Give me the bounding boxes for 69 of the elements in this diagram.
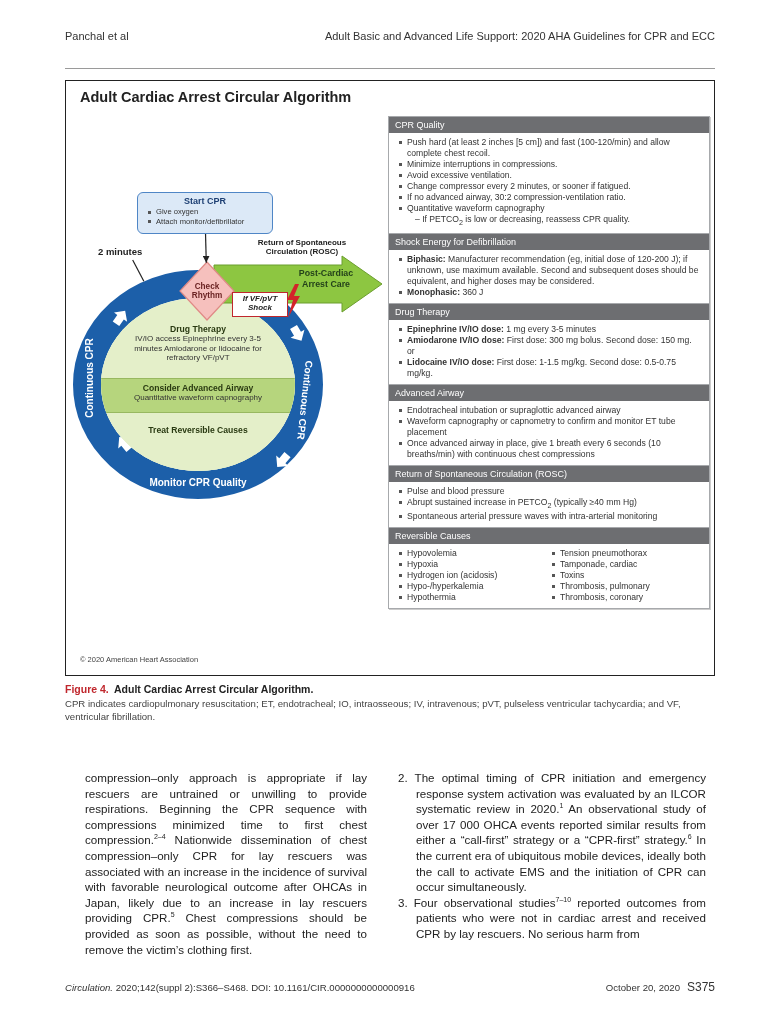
bullet-item: Hydrogen ion (acidosis) [397, 569, 550, 581]
bullet-item: Minimize interruptions in compressions. [397, 159, 703, 170]
section-header: Drug Therapy [389, 303, 709, 320]
arrow [202, 233, 210, 264]
ring-label: Continuous CPR [83, 338, 95, 418]
bullet-item: Lidocaine IV/IO dose: First dose: 1-1.5 mg/kg. Second dose: 0.5-0.75 mg/kg. [397, 356, 703, 379]
bullet-item: Avoid excessive ventilation. [397, 170, 703, 181]
bullet-item: Thrombosis, pulmonary [550, 580, 703, 592]
section-header: Shock Energy for Defibrillation [389, 233, 709, 250]
page-number: S375 [686, 980, 715, 994]
box-title: Start CPR [183, 196, 227, 207]
bullet-item: Epinephrine IV/IO dose: 1 mg every 3-5 minutes [397, 323, 703, 335]
bullet-item: Monophasic: 360 J [397, 286, 703, 298]
info-section [388, 526, 710, 609]
time-label: 2 minutes [98, 246, 160, 260]
bullet-item: Once advanced airway in place, give 1 breath every 6 seconds (10 breaths/min) with continuous chest compressions [397, 437, 703, 460]
bullet-item: Push hard (at least 2 inches [5 cm]) and fast (100-120/min) and allow complete chest recoil. [397, 137, 703, 159]
bullet-item: Spontaneous arterial pressure waves with intra-arterial monitoring [397, 510, 703, 522]
bullet-item: Waveform capnography or capnometry to confirm and monitor ET tube placement [397, 415, 703, 438]
date-footer: October 20, 2020 [605, 982, 680, 993]
abbreviation-note: CPR indicates cardiopulmonary resuscitation; ET, endotracheal; IO, intraosseous; IV, intravenous; pVT, pulseless ventricular tachycardia; and VF, ventricular fibrillation. [65, 698, 682, 724]
bullet-item: Endotracheal intubation or supraglottic advanced airway [397, 404, 703, 416]
section-header: Reversible Causes [389, 527, 709, 544]
figure-title: Adult Cardiac Arrest Circular Algorithm [80, 89, 352, 105]
citation-footer: Circulation. 2020;142(suppl 2):S366–S468. DOI: 10.1161/CIR.0000000000000916 [65, 982, 415, 993]
section-header: Return of Spontaneous Circulation (ROSC) [389, 465, 709, 482]
bullet-item: Hypovolemia [397, 547, 550, 559]
info-section [388, 383, 710, 466]
band-text: Quantitative waveform capnography [132, 393, 264, 403]
bullet-item: Abrupt sustained increase in PETCO$_{2}$ (typically ≥40 mm Hg) [397, 496, 703, 511]
bullet-item: Quantitative waveform capnography [397, 203, 703, 214]
section-header: Advanced Airway [389, 384, 709, 401]
bullet-item: Change compressor every 2 minutes, or sooner if fatigued. [397, 181, 703, 192]
figure-caption: Adult Cardiac Arrest Circular Algorithm. [114, 683, 314, 695]
body-paragraph: compression–only approach is appropriate if lay rescuers are untrained or unwilling to provide respirations. Beginning the CPR sequence with compressions minimized time to first chest compression.$^{2–4}$ Nationwide dissemination of chest compression–only CPR for lay rescuers was associated with an increase in the incidence of survival with favorable neurological outcome after OHCAs in Japan, likely due to an increase in lay rescuers providing CPR.$^{5}$ Chest compressions should be provided as soon as possible, without the need to remove the victim’s clothing first. [85, 770, 367, 958]
bullet-item: Thrombosis, coronary [550, 591, 703, 603]
start-box [137, 192, 273, 234]
bullet-item: If no advanced airway, 30:2 compression-ventilation ratio. [397, 192, 703, 203]
bullet-item: Tamponade, cardiac [550, 558, 703, 570]
info-section [388, 302, 710, 385]
therapy-band [101, 378, 295, 413]
bullet-item: Toxins [550, 569, 703, 581]
list-paragraph: 2. The optimal timing of CPR initiation and emergency response system activation was evaluated by an ILCOR systematic review in 2020.$^{1}$ An observational study of over 17 000 OHCA events reported similar results from either a “call-first” strategy or a “CPR-first” strategy.$^{6}$ In the current era of ubiquitous mobile devices, ideally both the call to activate EMS and the initiation of CPR can occur simultaneously. [398, 770, 706, 895]
info-section [388, 464, 710, 528]
bullet-item: Hypoxia [397, 558, 550, 570]
leader-line [132, 259, 145, 282]
bullet-item: Biphasic: Manufacturer recommendation (eg, initial dose of 120-200 J); if unknown, use maximum available. Second and subsequent doses should be equivalent, and higher doses may be considered. [397, 253, 703, 287]
info-section [388, 116, 710, 234]
list-paragraph: 3. Four observational studies$^{7–10}$ reported outcomes from patients who were not in cardiac arrest and received CPR by lay rescuers. No serious harm from [398, 894, 706, 942]
bullet-item: Hypothermia [397, 591, 550, 603]
arrow-label: Post-Cardiac Arrest Care [297, 268, 355, 290]
section-header: CPR Quality [389, 117, 709, 133]
diamond-label: Check Rhythm [190, 281, 224, 301]
shock-callout [232, 284, 302, 318]
bullet-item: Amiodarone IV/IO dose: First dose: 300 mg bolus. Second dose: 150 mg. [397, 334, 703, 346]
figure-number: Figure 4. [65, 683, 109, 695]
info-section [388, 232, 710, 304]
running-header: Panchal et al [65, 30, 129, 42]
band-title: Treat Reversible Causes [148, 425, 248, 435]
band-text: IV/IO access Epinephrine every 3-5 minutes Amiodarone or lidocaine for refractory VF/pVT [133, 334, 263, 363]
band-title: Drug Therapy [170, 324, 226, 334]
outcome-label: Return of Spontaneous Circulation (ROSC) [256, 238, 348, 257]
bullet-item: Tension pneumothorax [550, 547, 703, 559]
band-title: Consider Advanced Airway [142, 383, 254, 393]
bullet-item: Hypo-/hyperkalemia [397, 580, 550, 592]
ring-label: Continuous CPR [295, 359, 315, 441]
bullet-item: Pulse and blood pressure [397, 485, 703, 497]
running-header: Adult Basic and Advanced Life Support: 2020 AHA Guidelines for CPR and ECC [324, 30, 715, 42]
ring-label: Monitor CPR Quality [149, 476, 247, 488]
